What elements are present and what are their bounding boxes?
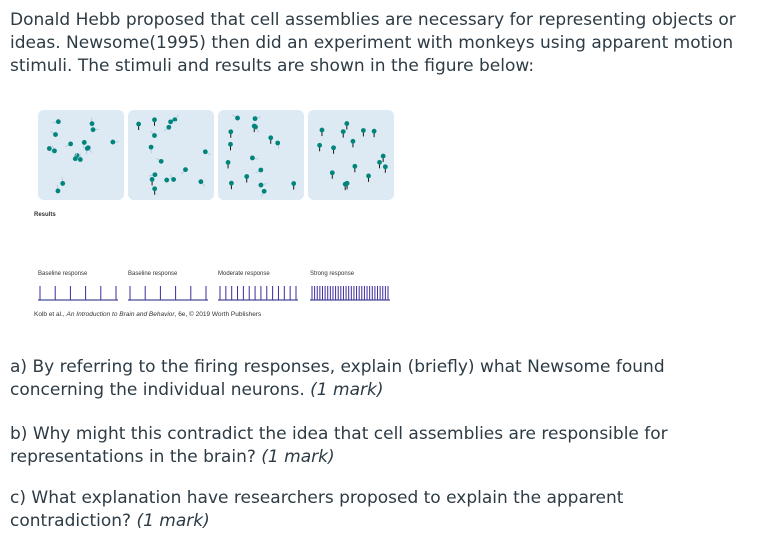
moving-dot (268, 135, 274, 141)
moving-dot (253, 124, 258, 130)
question-c: c) What explanation have researchers pro… (10, 487, 730, 533)
moving-dot (198, 179, 204, 185)
moving-dot (164, 177, 170, 183)
moving-dot (148, 144, 154, 150)
moving-dot (344, 121, 350, 126)
moving-dot (235, 115, 240, 121)
moving-dot (152, 133, 157, 138)
moving-dot (81, 140, 87, 145)
moving-dot (55, 188, 61, 194)
moving-dot (152, 186, 158, 192)
spike-trains (38, 286, 390, 301)
question-c-text: c) What explanation have researchers pro… (10, 488, 624, 531)
question-b: b) Why might this contradict the idea th… (10, 423, 730, 469)
question-a-mark: (1 mark) (310, 380, 384, 400)
moving-dot (168, 119, 173, 125)
moving-dot (331, 145, 336, 151)
response-label-1: Baseline response (38, 271, 88, 277)
moving-dot (60, 181, 66, 186)
moving-dot (317, 142, 323, 148)
moving-dot (55, 119, 61, 125)
moving-dot (53, 132, 58, 137)
moving-dot (360, 128, 366, 133)
moving-dot (342, 181, 348, 187)
moving-dot (228, 141, 233, 147)
newsome-figure: Results Baseline response Baseline respo… (30, 104, 400, 326)
moving-dot (275, 140, 281, 146)
moving-dot (166, 124, 172, 130)
question-b-mark: (1 mark) (261, 447, 335, 467)
moving-dot (68, 141, 74, 147)
stimulus-panel-low-coherence (128, 110, 214, 200)
stimulus-panel-0-coherence (38, 110, 124, 200)
moving-dot (52, 148, 57, 154)
moving-dot (382, 164, 388, 170)
stimulus-panel-full-coherence (308, 110, 394, 200)
moving-dot (258, 182, 264, 188)
moving-dot (152, 172, 158, 178)
moving-dot (350, 138, 356, 144)
moving-dot (46, 146, 52, 151)
moving-dot (158, 158, 164, 164)
question-c-mark: (1 mark) (136, 511, 210, 531)
moving-dot (258, 167, 264, 173)
moving-dot (136, 121, 142, 127)
moving-dot (340, 129, 346, 135)
moving-dot (252, 116, 258, 122)
moving-dot (85, 145, 91, 151)
moving-dot (380, 153, 386, 159)
moving-dot (250, 155, 255, 161)
question-a: a) By referring to the firing responses,… (10, 356, 730, 402)
moving-dot (329, 170, 335, 176)
question-a-text: a) By referring to the firing responses,… (10, 357, 665, 400)
moving-dot (244, 174, 250, 179)
intro-paragraph: Donald Hebb proposed that cell assemblie… (10, 10, 736, 76)
moving-dot (225, 160, 231, 165)
moving-dot (89, 121, 95, 127)
figure-drawing: Results Baseline response Baseline respo… (34, 114, 390, 318)
response-label-3: Moderate response (218, 271, 270, 277)
moving-dot (229, 180, 234, 186)
response-label-4: Strong response (310, 271, 355, 277)
moving-dot (291, 181, 297, 186)
response-label-2: Baseline response (128, 271, 178, 277)
moving-dot (366, 173, 371, 179)
moving-dot (152, 117, 157, 123)
moving-dot (261, 188, 267, 194)
moving-dot (149, 177, 155, 182)
moving-dot (202, 149, 208, 155)
results-label: Results (34, 212, 56, 218)
moving-dot (72, 156, 78, 162)
moving-dot (371, 128, 377, 134)
moving-dot (110, 139, 116, 145)
figure-credit: Kolb et al., An Introduction to Brain an… (34, 310, 262, 318)
moving-dot (171, 177, 176, 182)
question-b-text: b) Why might this contradict the idea th… (10, 424, 668, 467)
moving-dots (46, 114, 388, 197)
moving-dot (377, 159, 382, 165)
moving-dot (77, 157, 83, 162)
moving-dot (90, 127, 96, 133)
moving-dot (319, 127, 325, 133)
moving-dot (228, 129, 234, 135)
moving-dot (183, 167, 188, 173)
moving-dot (352, 163, 358, 169)
